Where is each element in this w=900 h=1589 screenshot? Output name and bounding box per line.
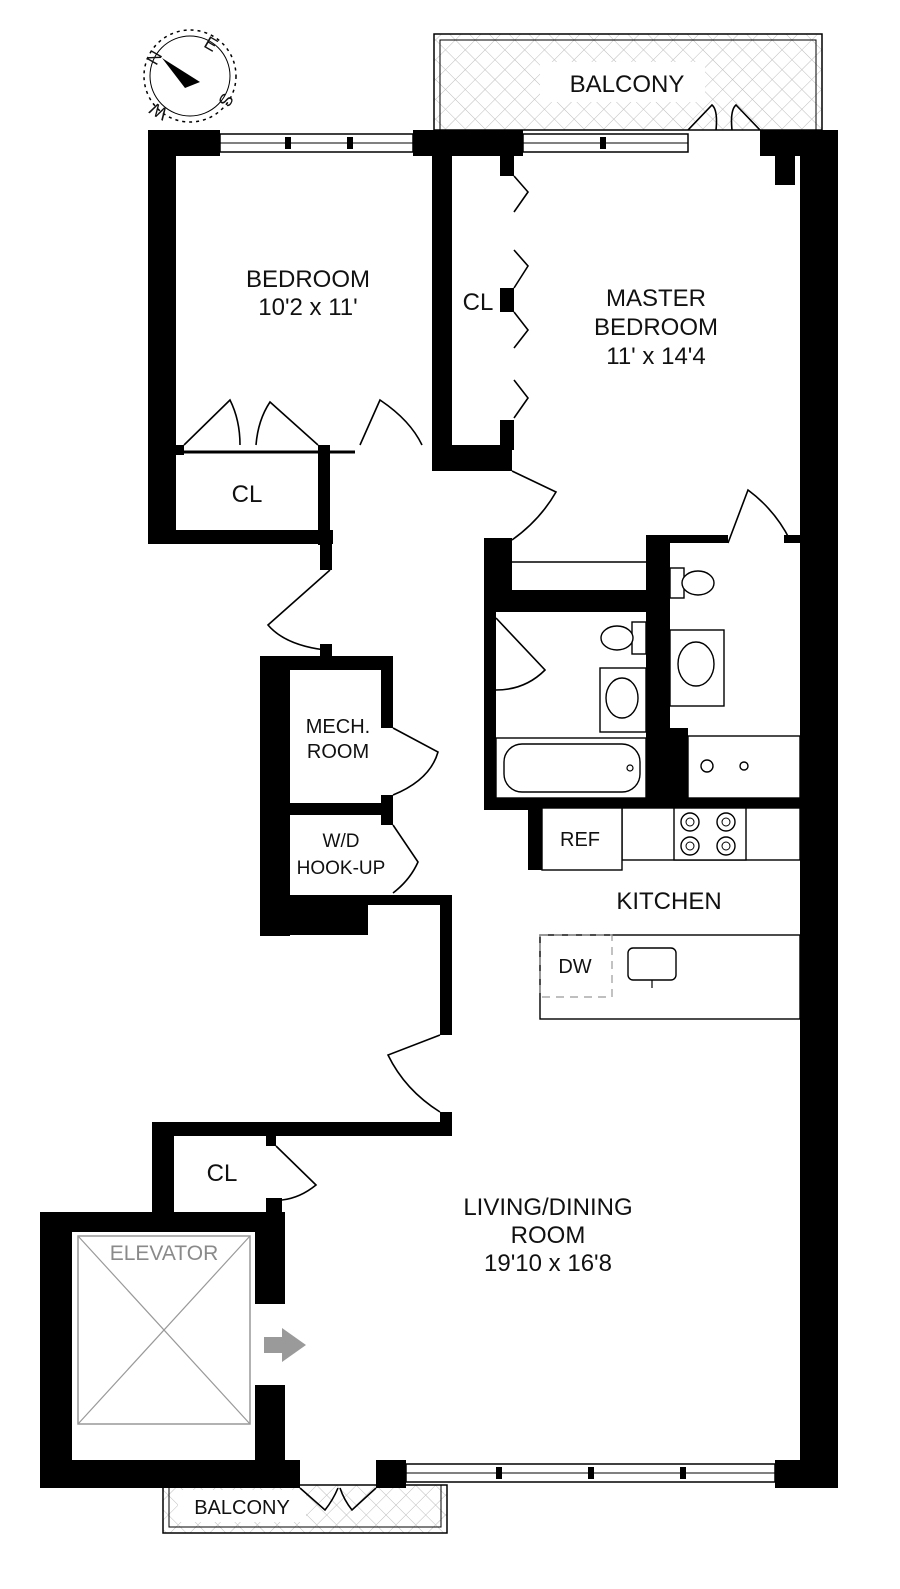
label-closet-entry: CL — [207, 1160, 238, 1187]
windows — [219, 133, 776, 1483]
sink-icon-2 — [599, 667, 647, 733]
compass-w: W — [146, 98, 171, 124]
label-closet-master: CL — [463, 289, 494, 316]
label-balcony-bottom: BALCONY — [194, 1497, 290, 1519]
compass-s: S — [214, 90, 237, 110]
toilet-icon-2 — [600, 621, 647, 655]
label-closet-bedroom: CL — [232, 481, 263, 508]
label-living-size: 19'10 x 16'8 — [484, 1250, 612, 1277]
toilet-icon — [669, 567, 715, 599]
exterior-walls — [40, 130, 838, 1488]
label-mech-line1: MECH. — [306, 716, 370, 738]
label-living-line2: ROOM — [511, 1222, 586, 1249]
elevator — [77, 1235, 306, 1425]
sink-icon — [669, 629, 725, 707]
refrigerator-icon — [541, 807, 623, 871]
label-mech-line2: ROOM — [307, 741, 369, 763]
label-bedroom-name: BEDROOM — [246, 266, 370, 293]
label-dw: DW — [558, 956, 591, 978]
label-ref: REF — [560, 829, 600, 851]
label-bedroom-size: 10'2 x 11' — [258, 294, 357, 321]
compass-e: E — [201, 32, 221, 55]
interior-walls — [152, 150, 804, 1218]
room-labels: BALCONY BEDROOM 10'2 x 11' CL MASTER BED… — [110, 71, 722, 1519]
bathtub-icon — [495, 737, 647, 799]
label-master-size: 11' x 14'4 — [606, 343, 705, 370]
top-balcony — [433, 33, 823, 131]
kitchen-island — [539, 934, 801, 1020]
arrow-right-icon — [264, 1328, 306, 1362]
label-master-line2: BEDROOM — [594, 314, 718, 341]
shower-icon — [687, 735, 801, 799]
label-master-line1: MASTER — [606, 285, 706, 312]
fixtures — [495, 567, 801, 1020]
label-wd-line2: HOOK-UP — [297, 858, 386, 879]
label-balcony-top: BALCONY — [570, 71, 685, 98]
label-wd-line1: W/D — [323, 831, 360, 852]
label-living-line1: LIVING/DINING — [463, 1194, 632, 1221]
doors — [183, 103, 791, 1512]
label-kitchen: KITCHEN — [616, 888, 721, 915]
compass-icon: N E S W — [142, 29, 238, 124]
label-elevator: ELEVATOR — [110, 1242, 219, 1265]
stove-icon — [621, 807, 801, 861]
